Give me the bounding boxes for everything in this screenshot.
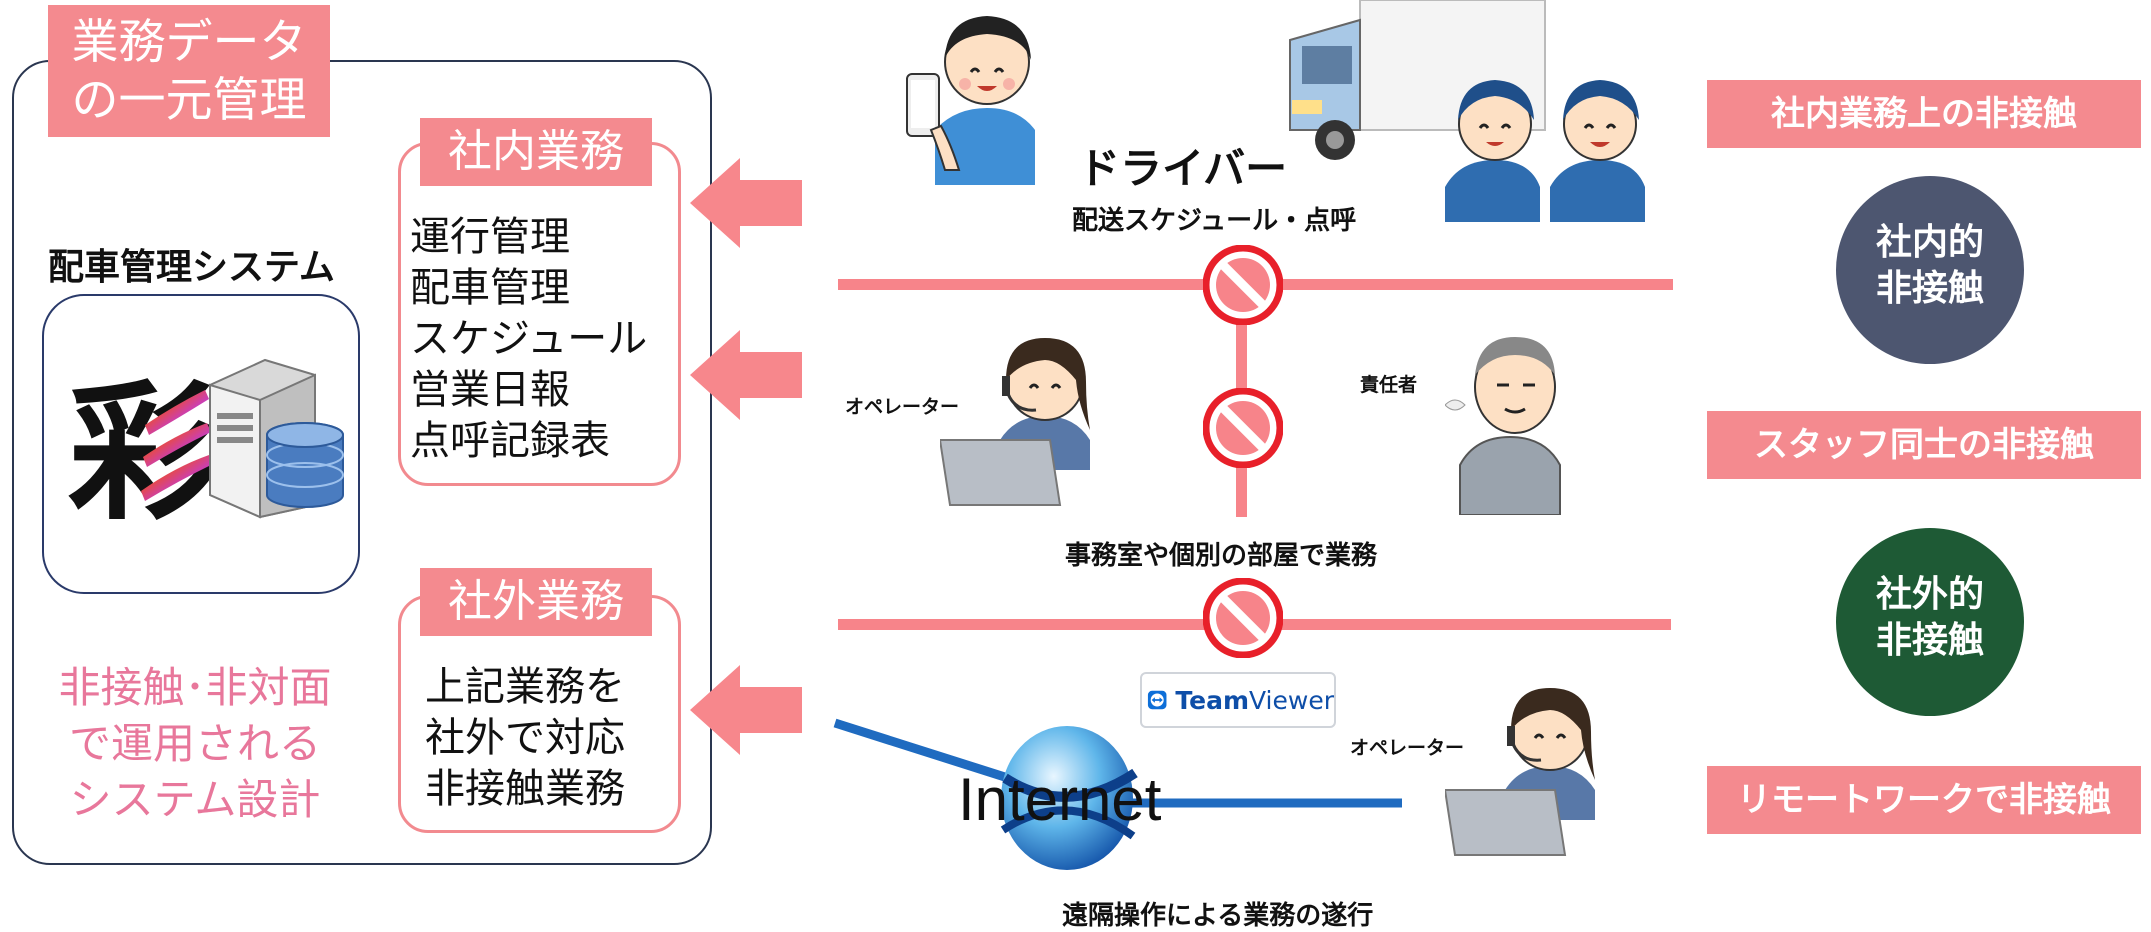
title-line-1: 業務データ xyxy=(71,15,307,70)
circle-line: 社内的 xyxy=(1875,222,1984,263)
list-item: 営業日報 xyxy=(410,367,570,413)
delivery-schedule-label: 配送スケジュール・点呼 xyxy=(1072,206,1357,236)
remote-work-contactless-tag: リモートワークで非接触 xyxy=(1707,766,2141,834)
teamviewer-label: TeamViewer xyxy=(1175,686,1334,715)
external-work-list: 上記業務を 社外で対応 非接触業務 xyxy=(425,662,625,815)
internal-contactless-tag: 社内業務上の非接触 xyxy=(1707,80,2141,148)
unified-data-title: 業務データ の一元管理 xyxy=(48,5,330,137)
no-contact-icon xyxy=(1203,578,1283,658)
internal-contactless-circle: 社内的 非接触 xyxy=(1836,176,2024,364)
design-text-line: 非接触･非対面 xyxy=(58,663,332,712)
driver-label: ドライバー xyxy=(1078,144,1288,193)
external-contactless-circle: 社外的 非接触 xyxy=(1836,528,2024,716)
operator-headset-icon xyxy=(940,338,1090,506)
list-item: 社外で対応 xyxy=(425,715,625,761)
list-item: 運行管理 xyxy=(410,214,570,260)
design-text-line: システム設計 xyxy=(69,775,321,824)
arrow-left-icon xyxy=(690,665,802,755)
list-item: 配車管理 xyxy=(410,265,570,311)
staff-contactless-tag: スタッフ同士の非接触 xyxy=(1707,411,2141,479)
network-line xyxy=(833,718,1402,808)
delivery-staff-icon xyxy=(1445,80,1645,222)
arrow-left-icon xyxy=(690,158,802,248)
remote-operation-label: 遠隔操作による業務の遂行 xyxy=(1062,901,1374,931)
teamviewer-badge: TeamViewer xyxy=(1140,672,1336,728)
manager-icon xyxy=(1445,337,1561,515)
external-work-tag: 社外業務 xyxy=(420,568,652,636)
arrow-left-icon xyxy=(690,330,802,420)
title-line-2: の一元管理 xyxy=(71,73,307,128)
rainbow-stroke-icon xyxy=(141,390,213,501)
office-work-label: 事務室や個別の部屋で業務 xyxy=(1065,541,1378,571)
internal-work-list: 運行管理 配車管理 スケジュール 営業日報 点呼記録表 xyxy=(410,212,647,467)
server-database-icon xyxy=(209,358,344,519)
manager-label: 責任者 xyxy=(1360,374,1418,396)
internet-label: Internet xyxy=(958,766,1162,833)
teamviewer-label-bold: Team xyxy=(1175,685,1249,715)
internal-work-tag: 社内業務 xyxy=(420,118,652,186)
circle-line: 社外的 xyxy=(1875,574,1984,615)
design-text-line: で運用される xyxy=(68,719,321,768)
list-item: スケジュール xyxy=(410,316,648,362)
teamviewer-logo-icon xyxy=(1147,690,1167,710)
operator-label: オペレーター xyxy=(845,396,960,418)
no-contact-icon xyxy=(1203,245,1283,325)
circle-line: 非接触 xyxy=(1875,268,1984,309)
operator-label: オペレーター xyxy=(1350,737,1465,759)
contactless-design-text: 非接触･非対面 で運用される システム設計 xyxy=(45,660,345,828)
circle-line: 非接触 xyxy=(1875,620,1984,661)
internal-work-box xyxy=(398,142,681,486)
list-item: 上記業務を xyxy=(425,664,625,710)
data-management-panel xyxy=(12,60,712,865)
no-contact-icon xyxy=(1203,388,1283,468)
teamviewer-label-light: Viewer xyxy=(1249,685,1334,715)
system-logo-box xyxy=(42,294,360,594)
list-item: 点呼記録表 xyxy=(410,418,610,464)
remote-operator-icon xyxy=(1445,688,1595,856)
dispatch-system-label: 配車管理システム xyxy=(48,247,335,288)
driver-with-phone-icon xyxy=(906,16,1035,185)
list-item: 非接触業務 xyxy=(425,766,625,812)
globe-icon xyxy=(1000,726,1138,870)
